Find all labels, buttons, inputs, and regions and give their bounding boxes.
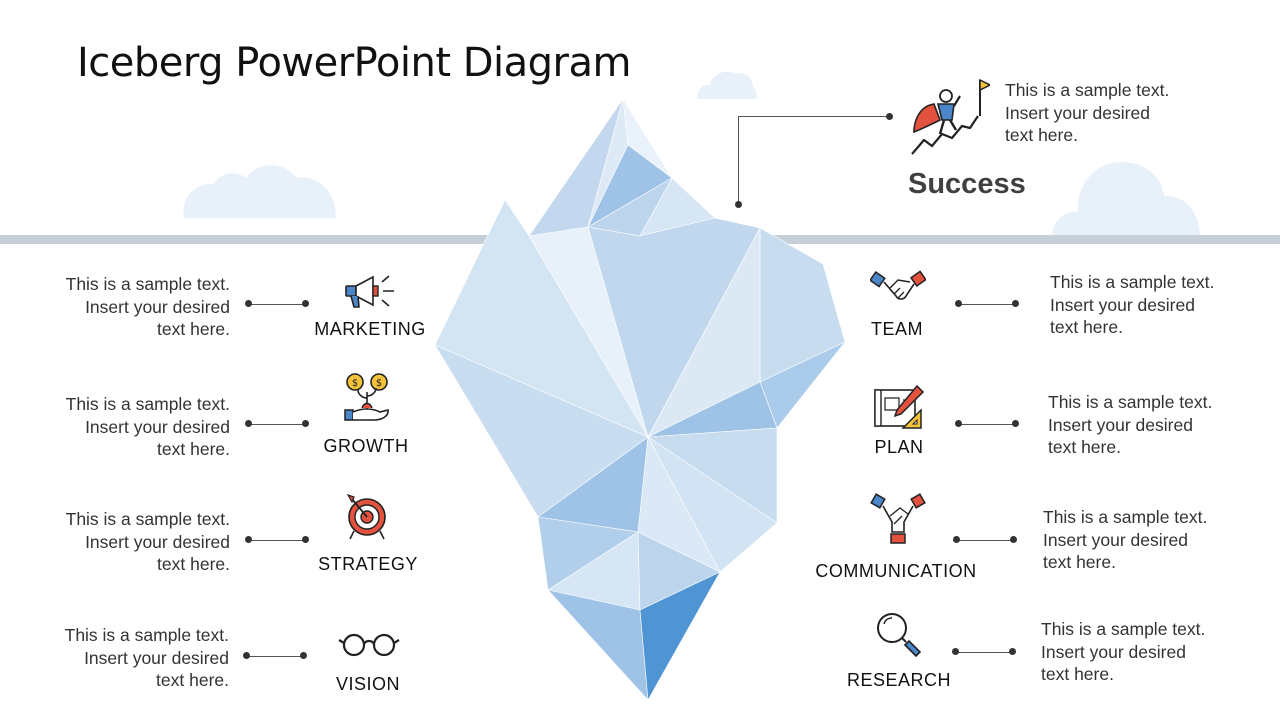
text-line: text here. [157, 319, 230, 339]
svg-text:$: $ [352, 378, 358, 389]
connector-dot [302, 300, 309, 307]
text-line: This is a sample text. [1050, 272, 1215, 292]
text-line: This is a sample text. [65, 394, 230, 414]
success-description: This is a sample text. Insert your desir… [1005, 79, 1195, 147]
text-line: This is a sample text. [1043, 507, 1208, 527]
money-plant-hand-icon: $ $ [344, 373, 389, 421]
blueprint-pencil-icon [874, 384, 925, 429]
strategy-description: This is a sample text. Insert your desir… [40, 508, 230, 576]
research-connector [955, 652, 1012, 653]
text-line: text here. [1041, 664, 1114, 684]
team-label: TEAM [870, 319, 924, 339]
hands-together-icon [870, 493, 926, 544]
connector-dot [245, 300, 252, 307]
text-line: Insert your desired [1041, 641, 1186, 662]
text-line: text here. [156, 670, 229, 690]
text-line: This is a sample text. [1048, 392, 1213, 412]
cloud-right [1051, 162, 1201, 244]
text-line: Insert your desired [1043, 529, 1188, 550]
growth-connector [248, 424, 305, 425]
strategy-connector [248, 540, 305, 541]
text-line: Insert your desired [1005, 102, 1150, 123]
text-line: This is a sample text. [65, 274, 230, 294]
marketing-label: MARKETING [314, 319, 426, 339]
vision-description: This is a sample text. Insert your desir… [39, 624, 229, 692]
connector-dot [1009, 648, 1016, 655]
marketing-description: This is a sample text. Insert your desir… [40, 273, 230, 341]
text-line: text here. [1050, 317, 1123, 337]
plan-connector [958, 424, 1015, 425]
connector-dot [955, 420, 962, 427]
text-line: text here. [157, 554, 230, 574]
success-label: Success [908, 168, 1026, 200]
connector-dot [245, 536, 252, 543]
connector-dot [300, 652, 307, 659]
text-line: text here. [1048, 437, 1121, 457]
connector-dot [1012, 300, 1019, 307]
text-line: text here. [157, 439, 230, 459]
cloud-small [697, 71, 757, 99]
connector-dot [953, 536, 960, 543]
text-line: Insert your desired [1048, 414, 1193, 435]
team-connector [958, 304, 1015, 305]
connector-dot [1010, 536, 1017, 543]
growth-description: This is a sample text. Insert your desir… [40, 393, 230, 461]
communication-label: COMMUNICATION [815, 561, 977, 581]
research-label: RESEARCH [846, 670, 952, 690]
connector-dot [1012, 420, 1019, 427]
vision-connector [246, 656, 303, 657]
strategy-label: STRATEGY [318, 554, 418, 574]
text-line: This is a sample text. [64, 625, 229, 645]
success-connector-horizontal [738, 116, 889, 117]
text-line: Insert your desired [1050, 294, 1195, 315]
text-line: Insert your desired [85, 416, 230, 437]
communication-description: This is a sample text. Insert your desir… [1043, 506, 1233, 574]
team-description: This is a sample text. Insert your desir… [1050, 271, 1240, 339]
megaphone-icon [345, 275, 394, 308]
cloud-left [183, 165, 336, 218]
slide-title: Iceberg PowerPoint Diagram [77, 40, 631, 86]
hero-climbing-stairs-icon [911, 78, 990, 155]
success-connector-dot [886, 113, 893, 120]
connector-dot [245, 420, 252, 427]
target-icon [346, 493, 386, 540]
text-line: This is a sample text. [65, 509, 230, 529]
text-line: Insert your desired [85, 531, 230, 552]
text-line: This is a sample text. [1041, 619, 1206, 639]
success-connector-dot [735, 201, 742, 208]
marketing-connector [248, 304, 305, 305]
growth-label: GROWTH [323, 436, 409, 456]
success-connector-vertical [738, 116, 739, 205]
magnifier-icon [877, 613, 922, 658]
connector-dot [243, 652, 250, 659]
connector-dot [952, 648, 959, 655]
connector-dot [302, 420, 309, 427]
connector-dot [302, 536, 309, 543]
text-line: Insert your desired [84, 647, 229, 668]
communication-connector [956, 540, 1013, 541]
plan-label: PLAN [874, 437, 924, 457]
glasses-icon [338, 633, 400, 657]
text-line: text here. [1005, 125, 1078, 145]
svg-text:$: $ [376, 378, 382, 389]
research-description: This is a sample text. Insert your desir… [1041, 618, 1231, 686]
plan-description: This is a sample text. Insert your desir… [1048, 391, 1238, 459]
connector-dot [955, 300, 962, 307]
text-line: text here. [1043, 552, 1116, 572]
text-line: This is a sample text. [1005, 80, 1170, 100]
vision-label: VISION [335, 674, 401, 694]
handshake-icon [870, 270, 926, 300]
text-line: Insert your desired [85, 296, 230, 317]
